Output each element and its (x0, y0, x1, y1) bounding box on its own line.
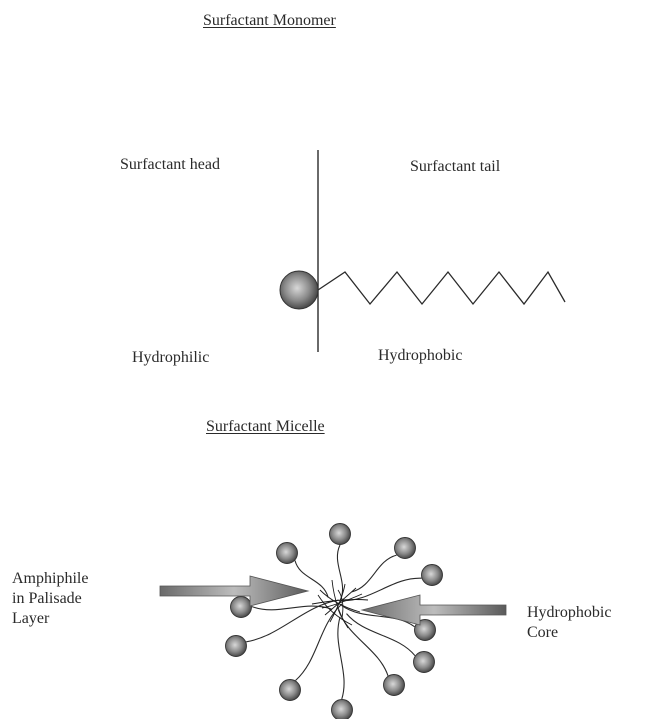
micelle-tail (294, 560, 329, 598)
micelle-tail (346, 613, 416, 657)
micelle-head (383, 674, 405, 696)
monomer-tail (317, 270, 566, 306)
micelle-tail (246, 599, 339, 643)
core-strand (319, 589, 361, 613)
core-strand (321, 593, 363, 609)
micelle-heads (225, 523, 443, 719)
micelle-tail (341, 604, 415, 628)
micelle-head (421, 564, 443, 586)
hydrophobic-label: Hydrophobic (378, 347, 463, 364)
core-label-line-1: Hydrophobic (527, 604, 612, 621)
micelle-head (230, 596, 252, 618)
micelle-head (394, 537, 416, 559)
micelle-core (311, 579, 369, 629)
micelle-head (331, 699, 353, 719)
micelle-head (225, 635, 247, 657)
micelle-title: Surfactant Micelle (206, 418, 325, 435)
micelle-tail (295, 603, 343, 681)
core-strand (329, 583, 346, 623)
amphiphile-label-line-1: Amphiphile (12, 570, 89, 587)
core-label-line-2: Core (527, 624, 559, 641)
core-strand (324, 587, 357, 616)
core-strand (317, 594, 353, 626)
micelle-head (329, 523, 351, 545)
micelle-head (279, 679, 301, 701)
hydrophilic-label: Hydrophilic (132, 349, 210, 366)
micelle-tail (251, 605, 333, 611)
monomer-title: Surfactant Monomer (203, 12, 336, 29)
monomer-head (279, 270, 319, 310)
amphiphile-label-line-3: Layer (12, 610, 50, 627)
palisade-arrow (159, 575, 310, 607)
micelle (225, 523, 443, 719)
surfactant-tail-label: Surfactant tail (410, 158, 501, 175)
micelle-head (276, 542, 298, 564)
core-arrow (360, 594, 507, 626)
core-strand (337, 589, 344, 619)
micelle-tail (351, 554, 397, 593)
micelle-tail (341, 577, 422, 602)
micelle-tail (337, 616, 345, 700)
micelle-tail (337, 609, 389, 676)
surfactant-head-label: Surfactant head (120, 156, 220, 173)
micelle-head (413, 651, 435, 673)
amphiphile-label-line-2: in Palisade (12, 590, 82, 607)
